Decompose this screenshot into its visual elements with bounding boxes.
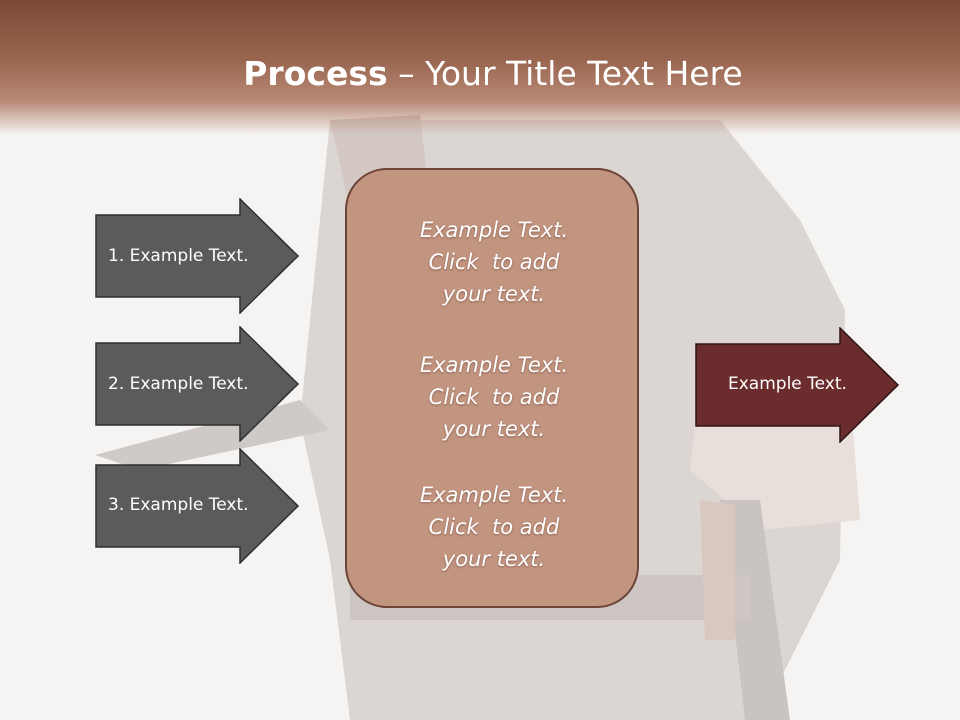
left-arrow-3-label: 3. Example Text. <box>108 495 249 515</box>
left-arrow-1-label: 1. Example Text. <box>108 246 249 266</box>
text-line: your text. <box>442 417 546 441</box>
text-line: Click to add <box>428 385 560 409</box>
text-line: Click to add <box>428 515 560 539</box>
arrow-shape <box>95 198 300 314</box>
right-arrow[interactable]: Example Text. <box>695 327 900 443</box>
center-text-box[interactable]: Example Text. Click to add your text. Ex… <box>345 168 639 608</box>
arrow-shape <box>95 448 300 564</box>
text-line: Example Text. <box>419 483 569 507</box>
left-arrow-3[interactable]: 3. Example Text. <box>95 448 300 564</box>
left-arrow-2[interactable]: 2. Example Text. <box>95 326 300 442</box>
arrow-shape <box>95 326 300 442</box>
arrow-shape <box>695 327 900 443</box>
text-block-2: Example Text. Click to add your text. <box>347 349 641 445</box>
text-line: your text. <box>442 282 546 306</box>
text-block-1: Example Text. Click to add your text. <box>347 214 641 310</box>
left-arrow-1[interactable]: 1. Example Text. <box>95 198 300 314</box>
title-banner <box>0 0 960 135</box>
title-rest-text: – Your Title Text Here <box>387 54 743 93</box>
text-line: Click to add <box>428 250 560 274</box>
title-bold-text: Process <box>243 54 388 93</box>
left-arrow-2-label: 2. Example Text. <box>108 374 249 394</box>
right-arrow-label: Example Text. <box>728 374 847 394</box>
text-block-3: Example Text. Click to add your text. <box>347 479 641 575</box>
text-line: Example Text. <box>419 353 569 377</box>
text-line: your text. <box>442 547 546 571</box>
text-line: Example Text. <box>419 218 569 242</box>
slide-title[interactable]: Process – Your Title Text Here <box>0 52 960 96</box>
